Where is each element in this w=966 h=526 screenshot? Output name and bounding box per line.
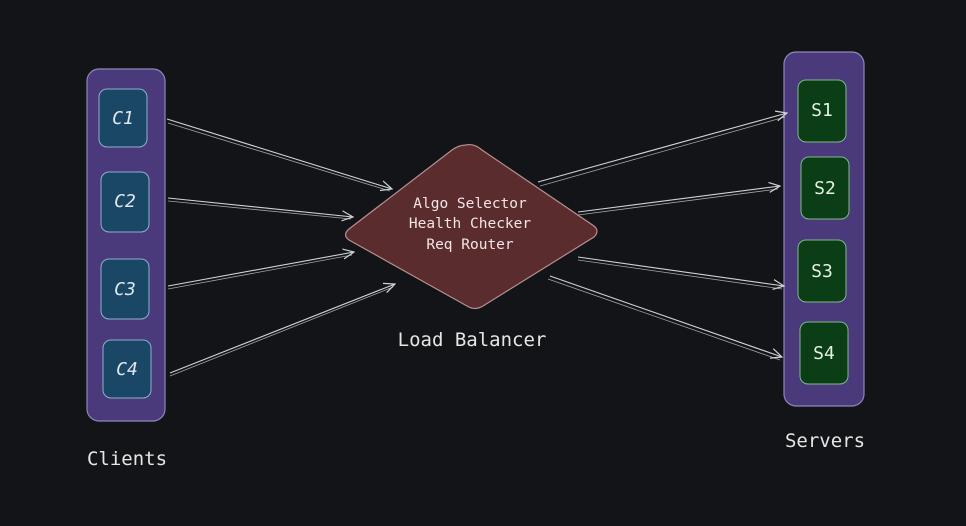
server-node-s1[interactable]: S1 <box>797 79 847 143</box>
arrow-c4-to-lb <box>169 284 395 377</box>
servers-caption: Servers <box>785 430 865 452</box>
load-balancer-caption: Load Balancer <box>398 329 547 351</box>
client-node-c2[interactable]: C2 <box>100 171 150 233</box>
clients-caption: Clients <box>87 448 167 470</box>
server-label: S2 <box>814 178 836 199</box>
arrow-c3-to-lb <box>167 252 354 290</box>
server-label: S3 <box>811 261 833 282</box>
client-label: C1 <box>112 108 134 129</box>
client-node-c3[interactable]: C3 <box>100 258 150 320</box>
arrow-c2-to-lb <box>167 197 353 219</box>
arrow-lb-to-s1 <box>537 113 787 187</box>
clients-group <box>86 68 166 422</box>
server-node-s2[interactable]: S2 <box>800 156 850 220</box>
load-balancer-node[interactable]: Algo Selector Health Checker Req Router <box>344 143 598 310</box>
client-label: C3 <box>114 279 136 300</box>
arrow-c1-to-lb <box>166 118 392 192</box>
server-label: S1 <box>811 100 833 121</box>
client-label: C4 <box>116 359 138 380</box>
arrow-lb-to-s3 <box>577 256 784 289</box>
lb-line-algo-selector: Algo Selector <box>413 196 527 212</box>
arrow-lb-to-s4 <box>547 275 782 361</box>
server-node-s3[interactable]: S3 <box>797 239 847 303</box>
client-node-c4[interactable]: C4 <box>102 339 152 399</box>
arrow-lb-to-s2 <box>577 186 780 216</box>
server-node-s4[interactable]: S4 <box>799 321 849 385</box>
client-node-c1[interactable]: C1 <box>98 88 148 148</box>
server-label: S4 <box>813 343 835 364</box>
client-label: C2 <box>114 191 136 212</box>
lb-line-health-checker: Health Checker <box>409 216 531 232</box>
lb-line-req-router: Req Router <box>426 237 514 253</box>
